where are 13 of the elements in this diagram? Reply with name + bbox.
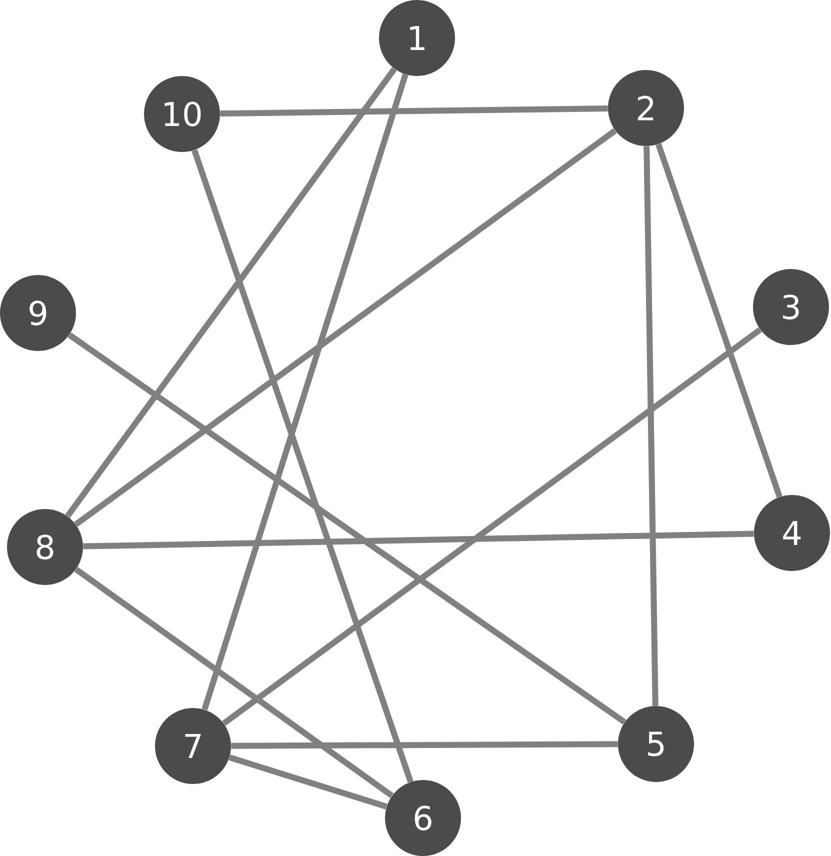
connector-line — [68, 332, 626, 725]
connector-line — [202, 74, 408, 710]
connector-line — [220, 106, 608, 117]
connector-line — [74, 128, 617, 527]
connector-line — [192, 149, 414, 783]
connector-line — [74, 566, 394, 798]
connector-line — [228, 754, 388, 810]
connector-line — [83, 530, 754, 550]
connector-line — [656, 143, 782, 498]
connector-line — [231, 741, 618, 749]
connector-line — [65, 67, 397, 518]
connector-line — [222, 327, 762, 726]
connector-line — [644, 146, 658, 706]
